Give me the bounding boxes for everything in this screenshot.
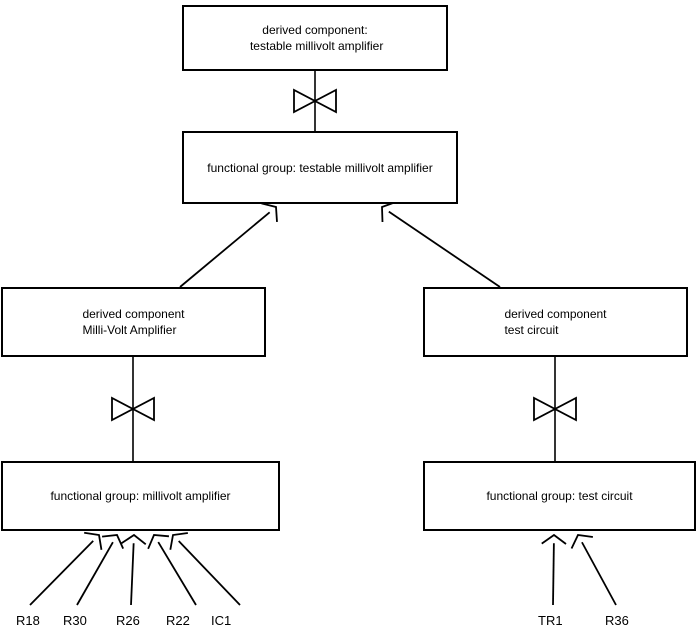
leaf-label-r22: R22 [166, 613, 190, 628]
node-label-line1: derived component [82, 307, 185, 321]
arrow-r22-to-fg-mv-head [147, 534, 170, 550]
conn-derived-mv-to-fg-mv-bowtie-left [111, 396, 135, 422]
node-label-line1: functional group: testable millivolt amp… [207, 160, 433, 175]
node-derived-testable-millivolt-amplifier[interactable]: derived component: testable millivolt am… [182, 5, 448, 71]
arrow-ic1-to-fg-mv-shaft [178, 540, 241, 606]
node-fg-test-circuit[interactable]: functional group: test circuit [423, 461, 696, 531]
node-fg-millivolt-amplifier[interactable]: functional group: millivolt amplifier [1, 461, 280, 531]
arrow-tr1-to-fg-tc-head [541, 533, 567, 545]
node-label-line2: test circuit [504, 323, 559, 337]
node-label: functional group: millivolt amplifier [50, 488, 230, 504]
node-label-line2: Milli-Volt Amplifier [82, 323, 177, 337]
leaf-label-r36: R36 [605, 613, 629, 628]
node-label: functional group: testable millivolt amp… [207, 160, 432, 176]
arrow-r30-to-fg-mv-head [101, 534, 124, 550]
arrow-r26-to-fg-mv-head [121, 533, 147, 546]
conn-derived-mv-to-fg-mv-bowtie-right [131, 396, 155, 422]
arrow-r18-to-fg-mv-head [84, 531, 103, 550]
node-label: derived component: testable millivolt am… [246, 22, 384, 54]
leaf-label-tr1: TR1 [538, 613, 563, 628]
node-label: derived component test circuit [504, 306, 606, 338]
arrow-derived-mv-to-fg-top-shaft [179, 211, 271, 288]
arrow-r18-to-fg-mv-shaft [29, 540, 94, 606]
arrow-r36-to-fg-tc-head [570, 534, 593, 549]
connectors-group [29, 71, 617, 606]
leaf-label-r26: R26 [116, 613, 140, 628]
arrow-ic1-to-fg-mv-head [169, 532, 188, 550]
leaf-label-ic1: IC1 [211, 613, 232, 628]
arrow-derived-tc-to-fg-top-shaft [388, 210, 501, 288]
conn-derived-to-fg-top-bowtie-right [313, 88, 337, 114]
node-label-line1: derived component: [262, 23, 368, 37]
conn-derived-to-fg-top-bowtie-left [293, 88, 317, 114]
arrow-tr1-to-fg-tc-shaft [552, 543, 555, 606]
arrow-r26-to-fg-mv-shaft [130, 543, 135, 606]
node-label-line2: testable millivolt amplifier [246, 39, 384, 53]
arrow-r36-to-fg-tc-shaft [581, 541, 617, 606]
node-derived-test-circuit[interactable]: derived component test circuit [423, 287, 688, 357]
node-label-line1: derived component [504, 307, 607, 321]
arrow-r30-to-fg-mv-shaft [76, 541, 114, 606]
node-label: functional group: test circuit [486, 488, 632, 504]
arrow-r22-to-fg-mv-shaft [157, 541, 197, 606]
conn-derived-tc-to-fg-tc-bowtie-right [553, 396, 577, 422]
node-label-line1: functional group: test circuit [486, 489, 633, 503]
node-label-line1: functional group: millivolt amplifier [50, 489, 231, 503]
conn-derived-tc-to-fg-tc-bowtie-left [533, 396, 557, 422]
arrow-derived-mv-to-fg-top-head [261, 202, 278, 223]
node-fg-testable-millivolt-amplifier[interactable]: functional group: testable millivolt amp… [182, 131, 458, 204]
leaf-label-r30: R30 [63, 613, 87, 628]
leaf-label-r18: R18 [16, 613, 40, 628]
